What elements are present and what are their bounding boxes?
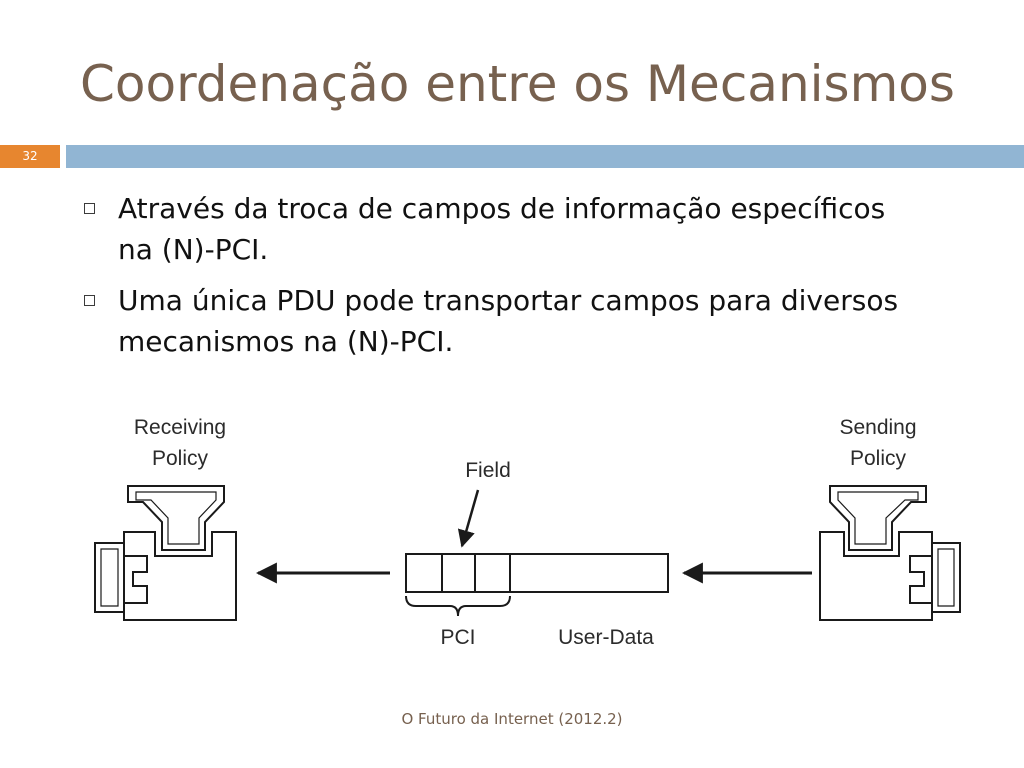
bullet-text: Através da troca de campos de informação…	[118, 192, 886, 266]
pdu-diagram: Receiving Policy Field PCI User-Data Sen…	[94, 416, 961, 649]
pci-label: PCI	[440, 626, 475, 649]
sending-mechanism-block-icon	[819, 531, 961, 621]
receiving-mechanism-block-icon	[94, 531, 237, 621]
sending-policy-label: Sending	[839, 416, 916, 439]
user-data-label: User-Data	[558, 626, 654, 649]
receiving-policy-plug-icon	[127, 485, 225, 551]
title-divider-bar	[66, 145, 1024, 168]
field-pointer-arrow	[457, 489, 480, 548]
slide-title: Coordenação entre os Mecanismos	[80, 55, 955, 113]
sending-policy-plug-icon	[829, 485, 927, 551]
slide-number: 32	[0, 145, 60, 168]
receiving-policy-label: Receiving	[134, 416, 226, 439]
pci-brace	[405, 595, 511, 617]
square-bullet-icon	[84, 203, 95, 214]
bullet-text: Uma única PDU pode transportar campos pa…	[118, 284, 899, 358]
sending-policy-label: Policy	[850, 447, 907, 470]
receiving-policy-label: Policy	[152, 447, 209, 470]
square-bullet-icon	[84, 295, 95, 306]
field-label: Field	[465, 459, 511, 482]
bullet-list: Através da troca de campos de informação…	[78, 188, 918, 372]
pdu-packet	[405, 553, 669, 593]
bullet-item: Através da troca de campos de informação…	[78, 188, 918, 270]
bullet-item: Uma única PDU pode transportar campos pa…	[78, 280, 918, 362]
slide-footer: O Futuro da Internet (2012.2)	[401, 710, 623, 728]
